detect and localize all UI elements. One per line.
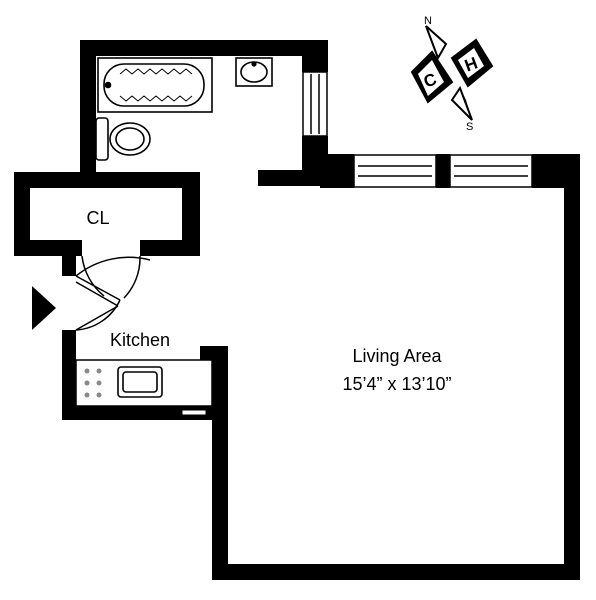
burner-icon <box>96 380 102 386</box>
window-living-left <box>353 154 437 188</box>
compass-north-label: N <box>424 15 432 27</box>
wall-closet-bottom-right <box>140 240 200 256</box>
compass-south-label: S <box>466 121 473 133</box>
wall-bath-left <box>80 40 96 174</box>
wall-living-bottom <box>212 564 580 580</box>
compass-c-letter: C <box>421 69 439 91</box>
wall-entry-lower <box>62 330 76 420</box>
wall-living-right <box>564 154 580 580</box>
bathtub <box>97 57 213 113</box>
closet-label: CL <box>86 208 109 228</box>
entry-door <box>75 256 151 331</box>
living-area-dimensions: 15’4” x 13’10” <box>342 374 451 394</box>
entrance-arrow <box>32 286 56 330</box>
burner-icon <box>96 368 102 374</box>
kitchen-sink <box>117 366 163 398</box>
bath-sink <box>235 57 273 87</box>
wall-bath-stub <box>258 170 328 186</box>
toilet <box>95 117 151 161</box>
windows <box>302 71 533 188</box>
wall-kitchen-top-stub <box>200 346 228 360</box>
compass <box>410 25 494 121</box>
wall-bath-top <box>80 40 328 56</box>
living-area-label: Living Area <box>352 346 442 366</box>
burner-icon <box>84 392 90 398</box>
window-living-right <box>449 154 533 188</box>
window-bath <box>302 71 328 137</box>
wall-living-top-b <box>436 154 450 188</box>
wall-entry-upper <box>62 240 76 276</box>
wall-living-left <box>212 346 228 580</box>
burner-icon <box>84 368 90 374</box>
wall-bath-right-upper <box>302 40 328 72</box>
kitchen-label: Kitchen <box>110 330 170 350</box>
wall-living-top-a <box>320 154 354 188</box>
wall-closet-right <box>182 172 200 256</box>
stove-burners <box>84 368 102 398</box>
closet-door <box>81 255 141 299</box>
burner-icon <box>84 380 90 386</box>
wall-closet-top <box>14 172 200 188</box>
compass-h-letter: H <box>462 53 480 75</box>
wall-closet-left <box>14 172 30 256</box>
burner-icon <box>96 392 102 398</box>
kitchen-vent <box>181 409 207 416</box>
